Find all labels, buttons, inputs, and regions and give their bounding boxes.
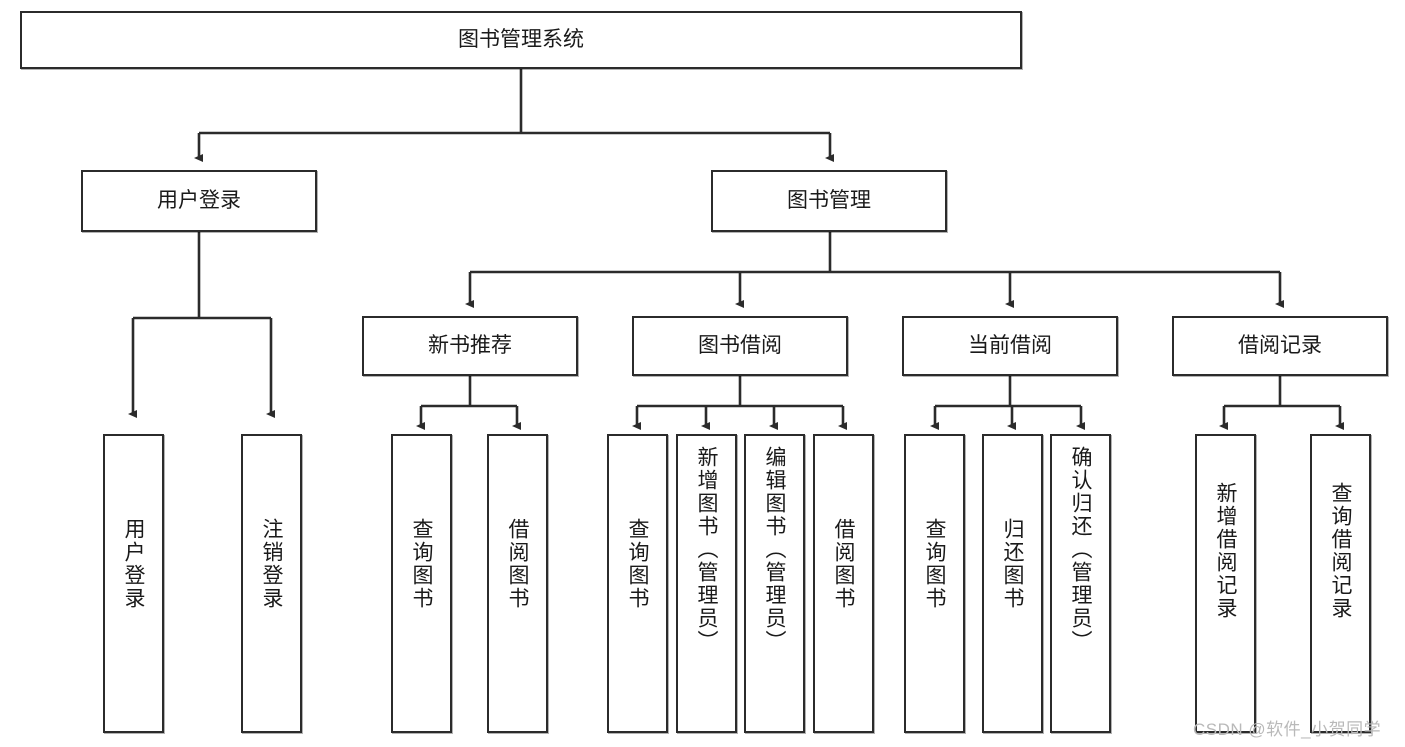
- node-label: 借阅记录: [1238, 333, 1322, 357]
- node-current-borrow[interactable]: 当前借阅: [902, 316, 1118, 376]
- node-system-root[interactable]: 图书管理系统: [20, 11, 1022, 69]
- node-label: 用户登录: [122, 518, 145, 610]
- node-label: 新书推荐: [428, 333, 512, 357]
- leaf-borrow-book-recommend[interactable]: 借阅图书: [487, 434, 548, 733]
- node-label: 新增图书（管理员）: [695, 446, 718, 653]
- node-borrow-record[interactable]: 借阅记录: [1172, 316, 1388, 376]
- leaf-query-book-recommend[interactable]: 查询图书: [391, 434, 452, 733]
- leaf-logout[interactable]: 注销登录: [241, 434, 302, 733]
- node-label: 图书借阅: [698, 333, 782, 357]
- leaf-query-book-borrow[interactable]: 查询图书: [607, 434, 668, 733]
- node-label: 注销登录: [260, 518, 283, 610]
- node-label: 当前借阅: [968, 333, 1052, 357]
- leaf-edit-book-admin[interactable]: 编辑图书（管理员）: [744, 434, 805, 733]
- node-label: 查询图书: [923, 518, 946, 610]
- node-label: 新增借阅记录: [1214, 482, 1237, 620]
- node-label: 用户登录: [157, 188, 241, 212]
- node-label: 查询图书: [410, 518, 433, 610]
- node-label: 查询图书: [626, 518, 649, 610]
- node-label: 归还图书: [1001, 518, 1024, 610]
- node-label: 借阅图书: [506, 518, 529, 610]
- node-label: 确认归还（管理员）: [1069, 446, 1092, 653]
- node-label: 借阅图书: [832, 518, 855, 610]
- node-label: 图书管理: [787, 188, 871, 212]
- leaf-return-book[interactable]: 归还图书: [982, 434, 1043, 733]
- leaf-user-login[interactable]: 用户登录: [103, 434, 164, 733]
- csdn-watermark: CSDN @软件_小贺同学: [1193, 720, 1382, 739]
- node-book-management[interactable]: 图书管理: [711, 170, 947, 232]
- node-label: 查询借阅记录: [1329, 482, 1352, 620]
- leaf-borrow-book[interactable]: 借阅图书: [813, 434, 874, 733]
- leaf-query-book-current[interactable]: 查询图书: [904, 434, 965, 733]
- node-label: 编辑图书（管理员）: [763, 446, 786, 653]
- leaf-query-borrow-record[interactable]: 查询借阅记录: [1310, 434, 1371, 733]
- leaf-confirm-return-admin[interactable]: 确认归还（管理员）: [1050, 434, 1111, 733]
- node-label: 图书管理系统: [458, 27, 584, 51]
- node-user-login[interactable]: 用户登录: [81, 170, 317, 232]
- leaf-add-book-admin[interactable]: 新增图书（管理员）: [676, 434, 737, 733]
- leaf-add-borrow-record[interactable]: 新增借阅记录: [1195, 434, 1256, 733]
- node-book-borrow[interactable]: 图书借阅: [632, 316, 848, 376]
- node-new-book-recommend[interactable]: 新书推荐: [362, 316, 578, 376]
